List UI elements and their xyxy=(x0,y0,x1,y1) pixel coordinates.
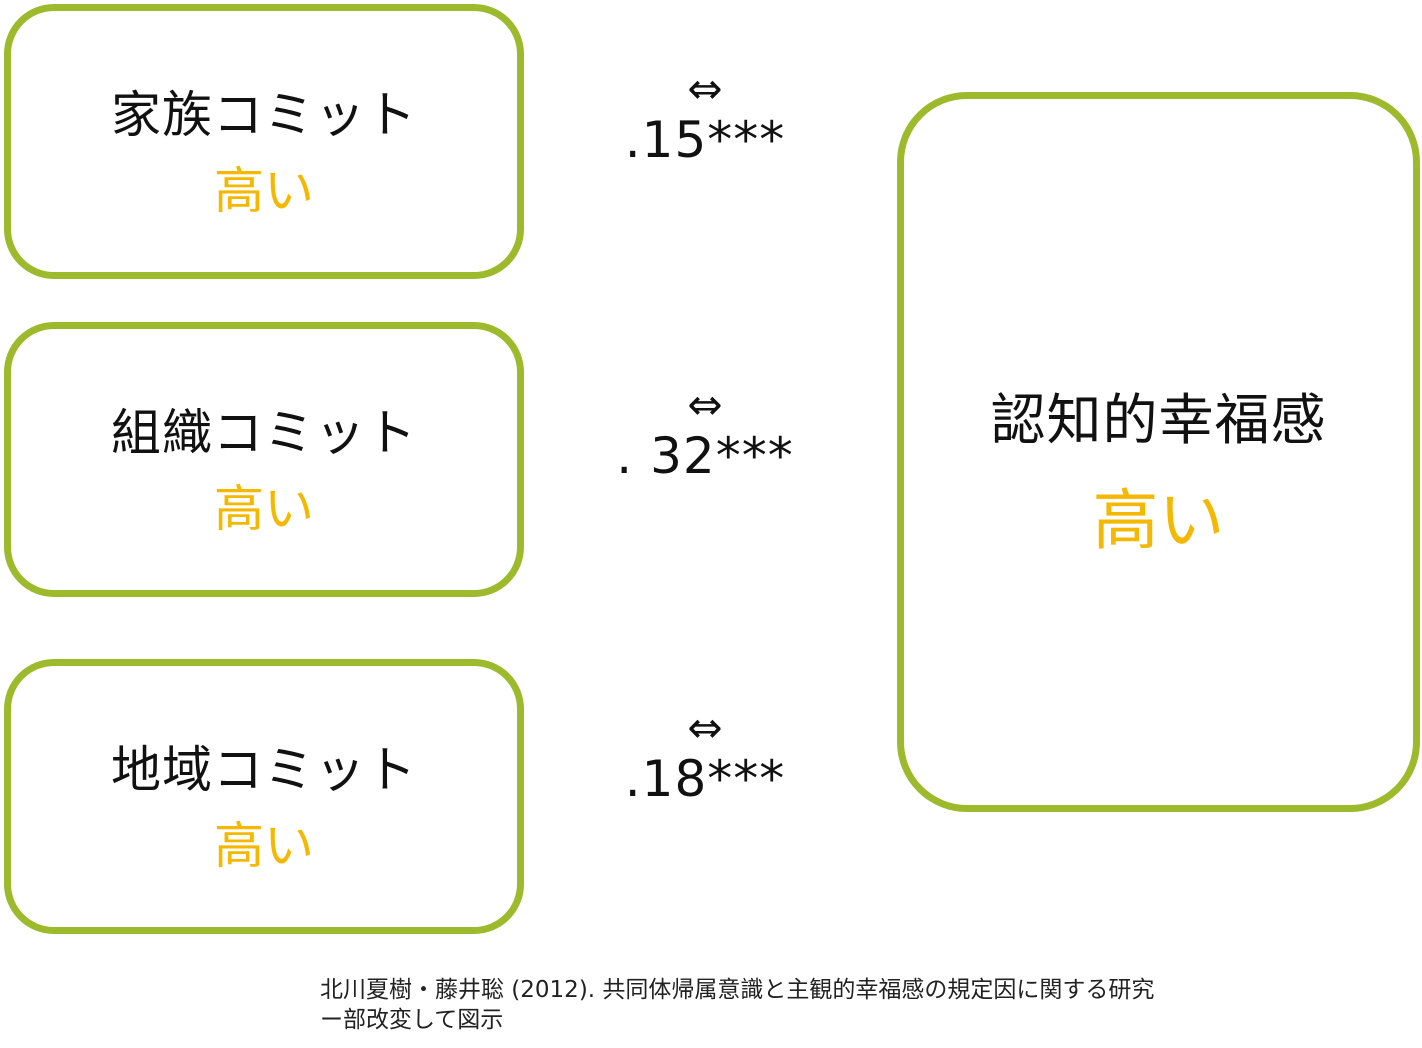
organization-correlation: ⇔ . 32*** xyxy=(600,380,810,485)
organization-commit-label: 組織コミット xyxy=(111,404,417,462)
organization-commit-level: 高い xyxy=(214,480,314,538)
double-arrow-icon: ⇔ xyxy=(687,380,723,429)
correlation-coefficient: .15*** xyxy=(624,111,786,169)
cognitive-wellbeing-label: 認知的幸福感 xyxy=(990,388,1327,452)
cognitive-wellbeing-box: 認知的幸福感 高い xyxy=(897,92,1420,812)
double-arrow-icon: ⇔ xyxy=(687,703,723,752)
family-commit-level: 高い xyxy=(214,162,314,220)
source-caption: 北川夏樹・藤井聡 (2012). 共同体帰属意識と主観的幸福感の規定因に関する研… xyxy=(320,975,1154,1035)
region-commit-box: 地域コミット 高い xyxy=(4,659,524,934)
cognitive-wellbeing-level: 高い xyxy=(1092,482,1225,559)
caption-note: ー部改変して図示 xyxy=(320,1007,504,1033)
region-correlation: ⇔ .18*** xyxy=(600,703,810,808)
organization-commit-box: 組織コミット 高い xyxy=(4,322,524,597)
double-arrow-icon: ⇔ xyxy=(687,64,723,113)
family-commit-box: 家族コミット 高い xyxy=(4,4,524,279)
correlation-coefficient: .18*** xyxy=(624,750,786,808)
region-commit-label: 地域コミット xyxy=(111,741,417,799)
correlation-coefficient: . 32*** xyxy=(616,427,794,485)
caption-citation: 北川夏樹・藤井聡 (2012). 共同体帰属意識と主観的幸福感の規定因に関する研… xyxy=(320,977,1155,1003)
family-correlation: ⇔ .15*** xyxy=(600,64,810,169)
region-commit-level: 高い xyxy=(214,817,314,875)
family-commit-label: 家族コミット xyxy=(111,86,417,144)
